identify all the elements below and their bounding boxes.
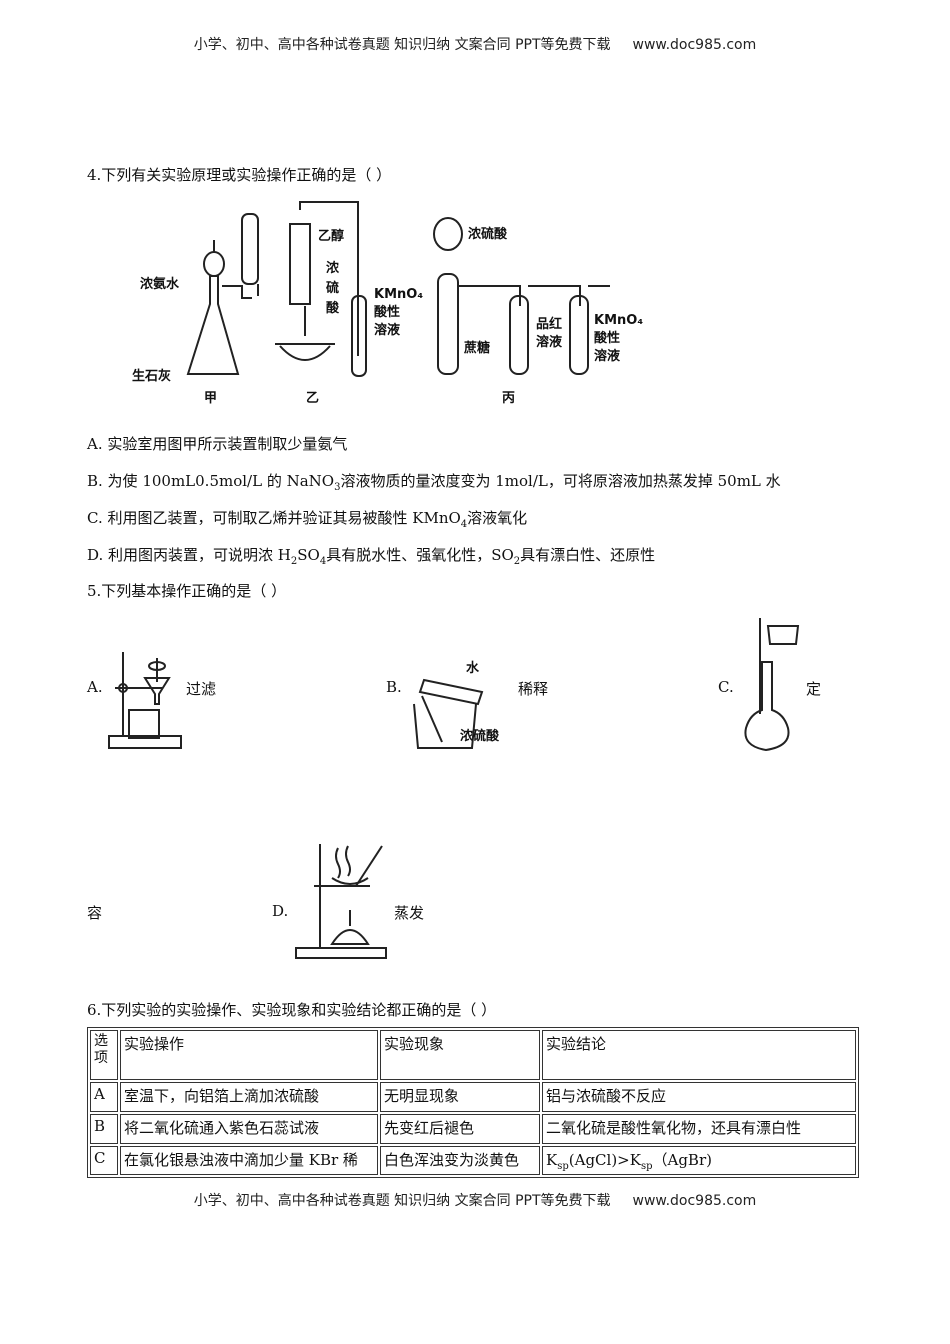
- header-url[interactable]: www.doc985.com: [632, 37, 757, 53]
- ksp-sub1: sp: [557, 1161, 569, 1172]
- label-jia: 甲: [204, 391, 217, 406]
- page-footer: 小学、初中、高中各种试卷真题 知识归纳 文案合同 PPT等免费下载 www.doc…: [0, 1190, 950, 1210]
- q6-stem: 6.下列实验的实验操作、实验现象和实验结论都正确的是（ ）: [87, 1001, 497, 1019]
- q4-c-pre: C. 利用图乙装置，可制取乙烯并验证其易被酸性 KMnO: [87, 509, 461, 527]
- q4-d-mid1: SO: [297, 546, 320, 564]
- label-pinhong: 品红: [536, 316, 562, 332]
- q6-header-operation: 实验操作: [120, 1030, 378, 1080]
- q4-option-b: B. 为使 100mL0.5mol/L 的 NaNO3溶液物质的量浓度变为 1m…: [87, 470, 781, 493]
- q6-row-b: B 将二氧化硫通入紫色石蕊试液 先变红后褪色 二氧化硫是酸性氧化物，还具有漂白性: [90, 1114, 856, 1144]
- footer-text: 小学、初中、高中各种试卷真题 知识归纳 文案合同 PPT等免费下载: [193, 1193, 611, 1209]
- drying-tube: [241, 213, 259, 285]
- q4-d-sub3: 2: [513, 556, 521, 567]
- test-tube-1: [437, 273, 459, 375]
- q6-row-a: A 室温下，向铝箔上滴加浓硫酸 无明显现象 铝与浓硫酸不反应: [90, 1082, 856, 1112]
- evaporation-figure: [295, 844, 387, 959]
- q4-b-sub: 3: [334, 482, 341, 493]
- q4-option-c: C. 利用图乙装置，可制取乙烯并验证其易被酸性 KMnO4溶液氧化: [87, 507, 527, 530]
- q5-a-letter: A.: [87, 678, 103, 696]
- footer-url[interactable]: www.doc985.com: [632, 1193, 757, 1209]
- q5-d-letter: D.: [272, 902, 289, 920]
- page-header: 小学、初中、高中各种试卷真题 知识归纳 文案合同 PPT等免费下载 www.doc…: [0, 34, 950, 54]
- label-solution-yi: 溶液: [374, 322, 400, 338]
- filtration-figure: [108, 652, 182, 749]
- q6-row-c: C 在氯化银悬浊液中滴加少量 KBr 稀 白色浑浊变为淡黄色 Ksp(AgCl)…: [90, 1146, 856, 1175]
- q6-table: 选项 实验操作 实验现象 实验结论 A 室温下，向铝箔上滴加浓硫酸 无明显现象 …: [87, 1027, 859, 1178]
- q4-stem: 4.下列有关实验原理或实验操作正确的是（ ）: [87, 166, 392, 184]
- delivery-tube: [299, 201, 359, 356]
- table-cell: 室温下，向铝箔上滴加浓硫酸: [120, 1082, 378, 1112]
- label-pinhong-sol: 溶液: [536, 334, 562, 350]
- label-ethanol: 乙醇: [318, 228, 344, 244]
- ksp-sub2: sp: [640, 1161, 653, 1172]
- label-acidic-bing: 酸性: [594, 330, 620, 346]
- conical-flask: [186, 275, 240, 375]
- test-tube-2: [509, 295, 529, 375]
- table-cell: 二氧化硫是酸性氧化物，还具有漂白性: [542, 1114, 856, 1144]
- q4-c-sub: 4: [460, 519, 468, 530]
- q4-figure: 浓氨水 生石灰 甲 乙醇 浓 硫 酸 KMnO₄ 酸性 溶液 乙 浓硫酸 蔗糖 …: [132, 201, 643, 406]
- q4-d-sub2: 4: [319, 556, 327, 567]
- label-water: 水: [466, 660, 480, 676]
- label-yi: 乙: [306, 391, 319, 406]
- separatory-funnel: [203, 251, 225, 277]
- q4-b-pre: B. 为使 100mL0.5mol/L 的 NaNO: [87, 472, 335, 490]
- table-cell: 将二氧化硫通入紫色石蕊试液: [120, 1114, 378, 1144]
- ksp-k1: K: [546, 1151, 558, 1169]
- label-bing: 丙: [502, 391, 515, 406]
- q4-b-post: 溶液物质的量浓度变为 1mol/L，可将原溶液加热蒸发掉 50mL 水: [340, 472, 781, 490]
- test-tube-3: [569, 295, 589, 375]
- label-acid: 酸: [326, 300, 340, 316]
- dilution-figure: 水 浓硫酸: [413, 660, 500, 749]
- q5-b-letter: B.: [386, 678, 402, 696]
- table-cell: 铝与浓硫酸不反应: [542, 1082, 856, 1112]
- ksp-mid: (AgCl)>K: [568, 1151, 641, 1169]
- table-cell: B: [90, 1114, 118, 1144]
- label-kmno4-yi: KMnO₄: [374, 287, 423, 302]
- label-acidic-yi: 酸性: [374, 304, 400, 320]
- q4-d-sub1: 2: [290, 556, 298, 567]
- table-cell: 白色浑浊变为淡黄色: [380, 1146, 540, 1175]
- q4-d-pre: D. 利用图丙装置，可说明浓 H: [87, 546, 291, 564]
- label-sulfuric: 硫: [326, 280, 339, 296]
- label-conc: 浓: [326, 260, 340, 276]
- ksp-post: （AgBr): [652, 1151, 712, 1169]
- q6-header-option: 选项: [90, 1030, 118, 1080]
- q4-option-a: A. 实验室用图甲所示装置制取少量氨气: [87, 435, 348, 453]
- q5-c-text-2: 容: [87, 904, 103, 922]
- volumetric-flask-figure: [744, 618, 800, 752]
- dropping-funnel: [289, 223, 311, 305]
- q4-c-post: 溶液氧化: [467, 509, 528, 527]
- ksp-cell: Ksp(AgCl)>Ksp（AgBr): [542, 1146, 856, 1175]
- header-text: 小学、初中、高中各种试卷真题 知识归纳 文案合同 PPT等免费下载: [193, 37, 611, 53]
- label-sucrose: 蔗糖: [463, 340, 490, 356]
- label-solution-bing: 溶液: [594, 348, 620, 364]
- table-cell: 在氯化银悬浊液中滴加少量 KBr 稀: [120, 1146, 378, 1175]
- table-cell: A: [90, 1082, 118, 1112]
- q5-b-text: 稀释: [518, 680, 549, 698]
- label-ammonia: 浓氨水: [140, 276, 180, 292]
- funnel-bing: [433, 217, 463, 251]
- table-cell: 先变红后褪色: [380, 1114, 540, 1144]
- q5-stem: 5.下列基本操作正确的是（ ）: [87, 582, 287, 600]
- q4-d-post: 具有漂白性、还原性: [520, 546, 656, 564]
- q5-a-text: 过滤: [186, 680, 217, 698]
- q6-header-row: 选项 实验操作 实验现象 实验结论: [90, 1030, 856, 1080]
- q6-header-conclusion: 实验结论: [542, 1030, 856, 1080]
- q4-d-mid2: 具有脱水性、强氧化性，SO: [326, 546, 514, 564]
- q6-header-phenomenon: 实验现象: [380, 1030, 540, 1080]
- label-conc-h2so4: 浓硫酸: [468, 226, 508, 242]
- label-kmno4-bing: KMnO₄: [594, 313, 643, 328]
- table-cell: 无明显现象: [380, 1082, 540, 1112]
- test-tube-yi: [351, 295, 367, 377]
- table-cell: C: [90, 1146, 118, 1175]
- label-conc-acid: 浓硫酸: [460, 728, 500, 744]
- q5-c-text-1: 定: [806, 680, 822, 698]
- q5-d-text: 蒸发: [394, 904, 425, 922]
- q5-c-letter: C.: [718, 678, 734, 696]
- label-quicklime: 生石灰: [132, 368, 171, 384]
- alcohol-lamp: [279, 345, 331, 361]
- q4-option-d: D. 利用图丙装置，可说明浓 H2SO4具有脱水性、强氧化性，SO2具有漂白性、…: [87, 544, 655, 567]
